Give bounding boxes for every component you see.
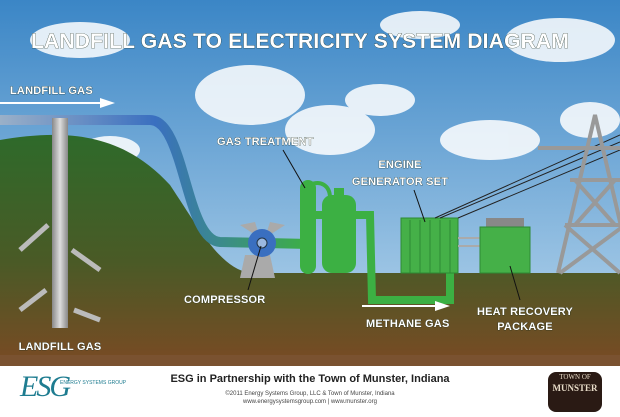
leader-lines (247, 149, 521, 301)
arrow-landfill-gas (0, 98, 115, 108)
label-landfill-gas-bottom: LANDFILL GAS (19, 341, 102, 353)
heat-recovery-package (479, 218, 531, 274)
diagram-title: LANDFILL GAS TO ELECTRICITY SYSTEM DIAGR… (31, 30, 569, 53)
label-generator-set: GENERATOR SET (352, 176, 448, 188)
footer-copyright: ©2011 Energy Systems Group, LLC & Town o… (225, 391, 395, 397)
seal-line2: MUNSTER (552, 383, 598, 393)
engine-generator-set (400, 217, 459, 274)
town-of-munster-seal: TOWN OF MUNSTER (548, 372, 602, 412)
diagram-scene: LANDFILL GAS TO ELECTRICITY SYSTEM DIAGR… (0, 0, 620, 366)
arrow-methane-gas (362, 301, 450, 311)
footer: ESG Energy Systems Group ESG in Partners… (0, 366, 620, 417)
compressor (240, 222, 285, 278)
label-methane-gas: METHANE GAS (366, 318, 449, 330)
label-engine: ENGINE (378, 159, 421, 171)
footer-links: www.energysystemsgroup.com | www.munster… (243, 399, 377, 405)
ground-hill (0, 134, 620, 366)
label-landfill-gas-top: LANDFILL GAS (10, 85, 93, 97)
gas-pipe (0, 115, 311, 249)
label-package: PACKAGE (497, 321, 553, 333)
footer-headline: ESG in Partnership with the Town of Muns… (170, 373, 450, 385)
label-gas-treatment: GAS TREATMENT (217, 136, 314, 148)
connecting-pipes (458, 237, 480, 247)
label-compressor: COMPRESSOR (184, 294, 265, 306)
esg-logo: ESG (20, 370, 71, 403)
gas-treatment-unit (300, 180, 454, 304)
seal-line1: TOWN OF (559, 373, 591, 381)
label-heat-recovery: HEAT RECOVERY (477, 306, 574, 318)
gas-well (52, 118, 68, 328)
footer-band (0, 355, 620, 366)
gas-flow-arrows (18, 223, 102, 323)
esg-logo-subtext: Energy Systems Group (60, 380, 127, 386)
